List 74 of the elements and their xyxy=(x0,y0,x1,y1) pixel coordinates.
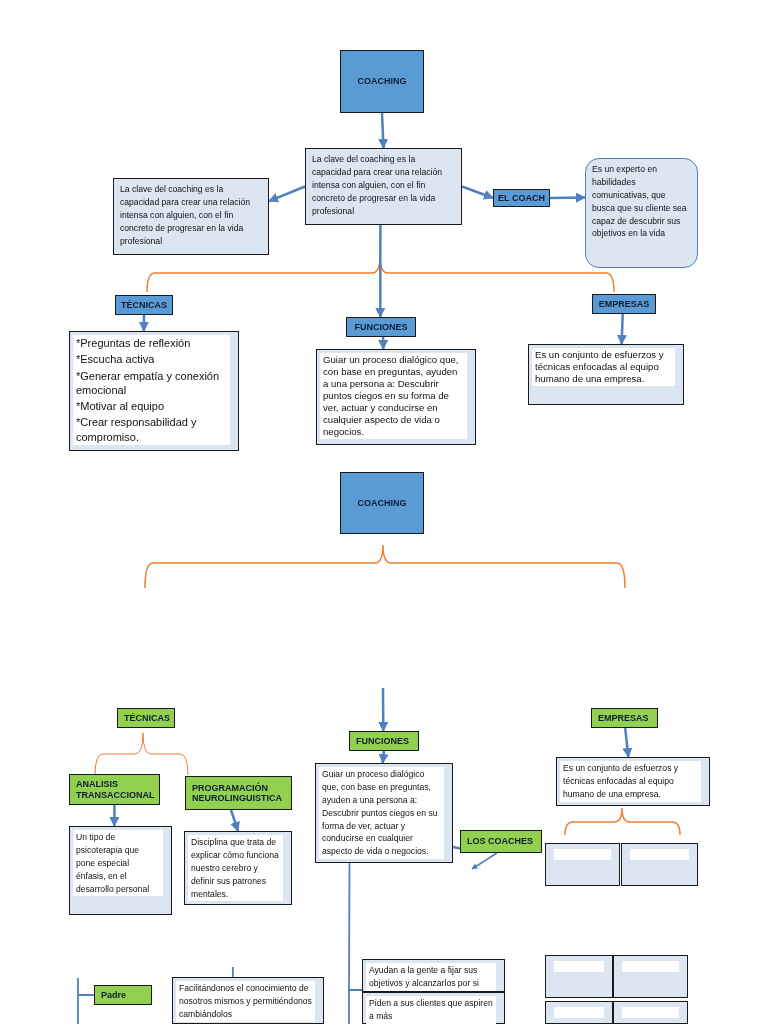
body-text: Guiar un proceso dialógico que, con base en preguntas, ayuden a una persona a: Descubrir puntos ciegos en su forma de ver, actuar y conducirse en cualquier aspecto de vida o negocios. xyxy=(319,767,444,860)
body-text: *Crear responsabilidad y compromiso. xyxy=(73,414,230,446)
label-text: FUNCIONES xyxy=(354,321,408,333)
arrow xyxy=(471,852,498,870)
body-text: *Preguntas de reflexión xyxy=(73,335,230,352)
topic-box xyxy=(340,50,424,113)
arrow xyxy=(138,315,149,332)
arrow xyxy=(268,185,306,203)
arrow xyxy=(622,727,633,758)
arrow xyxy=(550,192,586,203)
label-text: COACHING xyxy=(357,497,407,509)
label-text: FUNCIONES xyxy=(356,735,409,747)
body-text: *Motivar al equipo xyxy=(73,398,230,415)
text-box xyxy=(362,992,505,1024)
label-text: TÉCNICAS xyxy=(121,299,167,311)
text-box xyxy=(315,763,453,863)
label-box xyxy=(117,708,175,728)
body-text: Piden a sus clientes que aspiren a más xyxy=(366,996,496,1024)
body-text: Guiar un proceso dialógico que, con base en preguntas, ayuden a una persona a: Descubrir puntos ciegos en su forma de ver, actuar y conducirse en cualquier aspecto de vida o negocios. xyxy=(320,353,467,439)
text-box xyxy=(172,977,324,1024)
label-text: EMPRESAS xyxy=(598,712,649,724)
text-box xyxy=(113,178,269,255)
arrow xyxy=(229,809,240,832)
arrow xyxy=(109,805,120,827)
label-text: LOS COACHES xyxy=(467,836,533,847)
connector-line xyxy=(231,966,234,978)
label-box xyxy=(591,708,658,728)
rounded-text-box xyxy=(585,158,698,268)
label-text: TÉCNICAS xyxy=(124,712,170,724)
body-text: Es un conjunto de esfuerzos y técnicas enfocadas al equipo humano de una empresa. xyxy=(560,761,701,802)
label-box xyxy=(185,776,292,810)
text-box xyxy=(69,826,172,915)
text-box xyxy=(305,148,462,225)
text-box xyxy=(184,831,292,905)
arrow xyxy=(378,112,389,149)
arrow xyxy=(461,185,494,200)
label-box xyxy=(346,317,416,337)
label-text: COACHING xyxy=(357,76,407,87)
label-box xyxy=(349,731,419,751)
body-text: *Generar empatía y conexión emocional xyxy=(73,367,230,399)
label-box xyxy=(69,774,160,805)
body-text: Facilitándonos el conocimiento de nosotros mismos y permitiéndonos cambiándolos xyxy=(176,981,315,1022)
label-text: EMPRESAS xyxy=(598,298,650,310)
body-text: La clave del coaching es la capacidad para crear una relación intensa con alguien, con el fin concreto de progresar en la vida profesional xyxy=(312,153,443,218)
body-text: Es un conjunto de esfuerzos y técnicas enfocadas al equipo humano de una empresa. xyxy=(532,348,675,386)
arrow xyxy=(616,313,627,345)
body-text: Ayudan a la gente a fijar sus objetivos y alcanzarlos por si xyxy=(366,963,496,991)
label-text: PROGRAMACIÓN NEUROLINGUISTICA xyxy=(192,782,283,804)
arrow xyxy=(378,750,389,764)
body-text: La clave del coaching es la capacidad para crear una relación intensa con alguien, con el fin concreto de progresar en la vida profesional xyxy=(120,183,251,248)
label-box xyxy=(493,189,550,207)
connector-line xyxy=(452,845,461,850)
label-box xyxy=(94,985,152,1005)
label-text: EL COACH xyxy=(498,192,545,204)
label-box xyxy=(592,294,656,314)
arrow xyxy=(375,225,386,318)
text-box xyxy=(316,349,476,445)
connector-line xyxy=(348,862,363,1024)
topic-box xyxy=(340,472,424,534)
text-box xyxy=(528,344,684,405)
text-box xyxy=(362,959,505,992)
body-text: Un tipo de psicoterapia que pone especial énfasis, en el desarrollo personal xyxy=(73,830,163,897)
label-text: Padre xyxy=(101,989,126,1001)
label-box xyxy=(460,830,542,853)
list-box xyxy=(69,331,239,451)
arrow xyxy=(378,337,389,350)
arrow xyxy=(378,688,389,732)
text-box xyxy=(556,757,710,806)
body-text: Es un experto en habilidades comunicativas, que busca que su cliente sea capaz de descubrir sus objetivos en la vida xyxy=(592,163,688,241)
body-text: Disciplina que trata de explicar cómo funciona nuestro cerebro y definir sus patrones mentales. xyxy=(188,835,283,902)
body-text: *Escucha activa xyxy=(73,351,230,368)
connector-line xyxy=(77,977,95,1024)
label-box xyxy=(115,295,173,315)
label-text: ANALISIS TRANSACCIONAL xyxy=(76,779,156,800)
